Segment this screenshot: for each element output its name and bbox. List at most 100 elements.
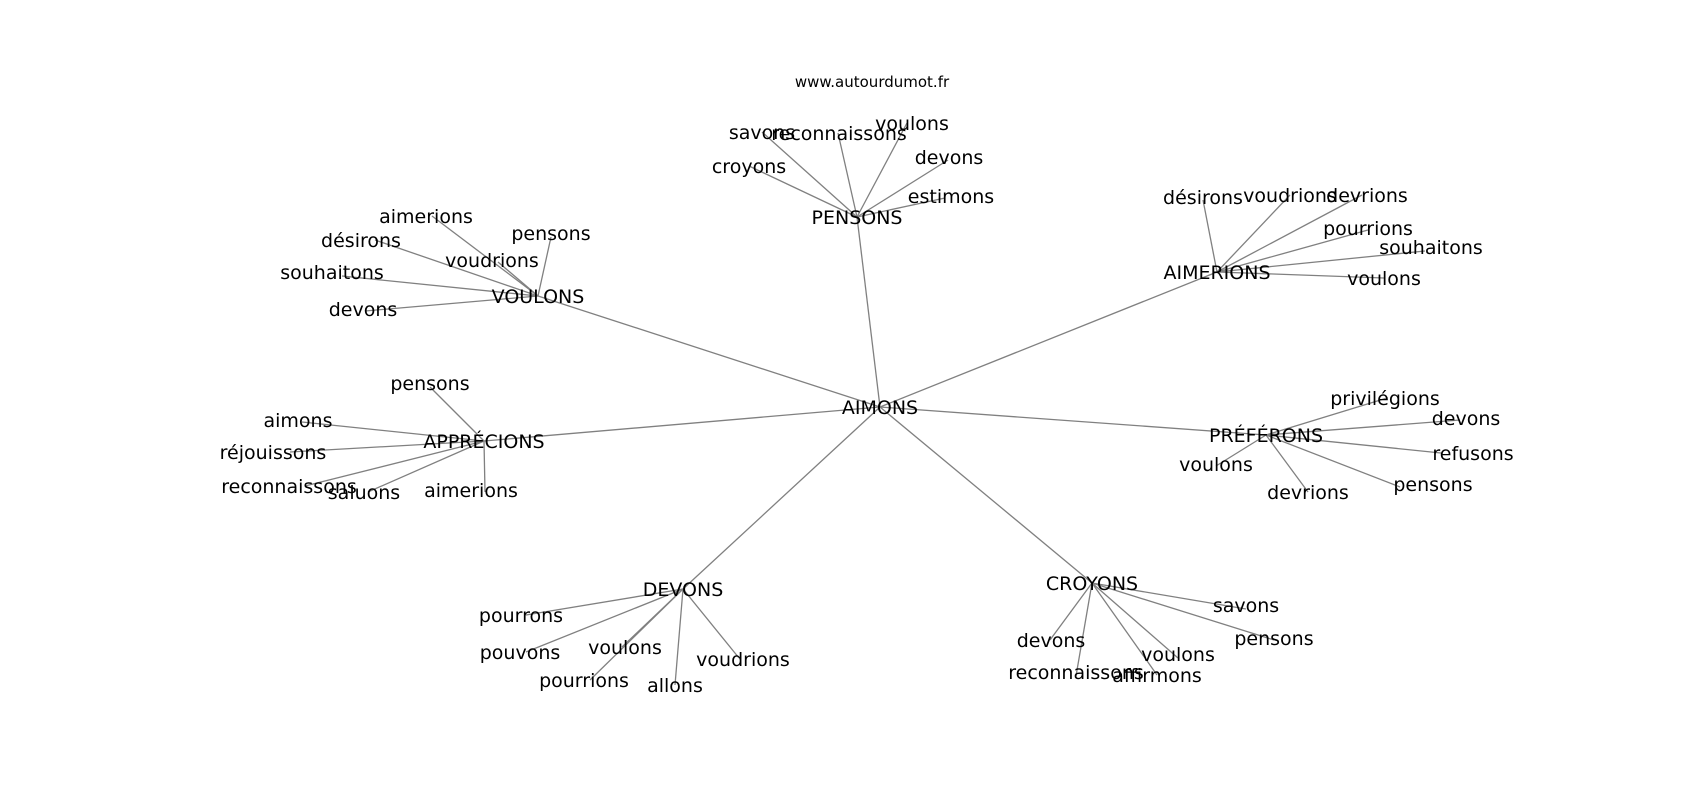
- edge-center-to-hub: [879, 406, 1093, 584]
- edge-hub-to-word: [525, 588, 684, 616]
- leaf-word-node: affirmons: [1112, 665, 1202, 687]
- leaf-word-node: devons: [329, 299, 398, 321]
- hub-word-node: DEVONS: [643, 579, 724, 601]
- edge-hub-to-word: [856, 197, 946, 218]
- leaf-word-node: devons: [915, 147, 984, 169]
- edge-hub-to-word: [856, 122, 908, 218]
- edge-hub-to-word: [525, 588, 684, 653]
- hub-word-node: APPRÉCIONS: [423, 430, 544, 453]
- leaf-word-node: allons: [647, 675, 703, 697]
- leaf-word-node: voulons: [1179, 454, 1253, 476]
- edges-layer: [289, 122, 1461, 686]
- edge-hub-to-word: [1265, 434, 1309, 493]
- leaf-word-node: aimerions: [379, 206, 473, 228]
- leaf-word-node: devrions: [1326, 185, 1408, 207]
- edge-hub-to-word: [304, 440, 485, 487]
- leaf-word-node: croyons: [712, 156, 786, 178]
- edge-hub-to-word: [682, 588, 740, 659]
- hub-word-node: VOULONS: [492, 286, 585, 308]
- leaf-word-node: reconnaissons: [221, 476, 357, 498]
- edge-hub-to-word: [364, 295, 539, 312]
- edge-hub-to-word: [537, 236, 552, 297]
- edge-center-to-hub: [537, 295, 881, 408]
- edge-center-to-hub: [483, 406, 881, 442]
- leaf-word-node: pourrions: [539, 670, 629, 692]
- edge-hub-to-word: [429, 386, 485, 442]
- edge-hub-to-word: [301, 421, 485, 442]
- leaf-word-node: devrions: [1267, 482, 1349, 504]
- leaf-word-node: privilégions: [1330, 388, 1440, 410]
- leaf-word-node: pourrions: [1323, 218, 1413, 240]
- hub-word-node: PENSONS: [812, 207, 903, 229]
- edge-hub-to-word: [431, 215, 539, 297]
- leaf-word-node: devons: [1017, 630, 1086, 652]
- edge-hub-to-word: [761, 131, 858, 218]
- edge-hub-to-word: [367, 440, 485, 493]
- leaf-word-node: pensons: [1234, 628, 1313, 650]
- edge-hub-to-word: [1215, 434, 1267, 467]
- edge-center-to-hub: [682, 406, 881, 590]
- leaf-word-node: voudrions: [1243, 185, 1337, 207]
- edge-hub-to-word: [748, 165, 858, 218]
- edge-hub-to-word: [589, 588, 684, 681]
- edge-hub-to-word: [341, 275, 539, 297]
- edge-hub-to-word: [1091, 582, 1275, 641]
- leaf-word-node: voudrions: [696, 649, 790, 671]
- edge-hub-to-word: [1265, 397, 1388, 436]
- edge-hub-to-word: [1091, 582, 1179, 659]
- leaf-word-node: aimerions: [424, 480, 518, 502]
- leaf-word-node: voulons: [1347, 268, 1421, 290]
- hub-word-node: CROYONS: [1046, 573, 1138, 595]
- leaf-word-node: pensons: [1393, 474, 1472, 496]
- center-word-node: AIMONS: [842, 397, 918, 419]
- edge-hub-to-word: [1091, 582, 1247, 610]
- edge-hub-to-word: [1265, 434, 1442, 454]
- leaf-word-node: reconnaissons: [771, 123, 907, 145]
- leaf-word-node: voulons: [875, 113, 949, 135]
- edge-hub-to-word: [1216, 229, 1369, 273]
- leaf-word-node: pouvons: [480, 642, 561, 664]
- edge-hub-to-word: [1216, 194, 1363, 273]
- leaf-word-node: désirons: [1163, 187, 1243, 209]
- leaf-word-node: savons: [729, 122, 795, 144]
- leaf-word-node: reconnaissons: [1008, 662, 1144, 684]
- leaf-word-node: voudrions: [445, 250, 539, 272]
- edge-center-to-hub: [856, 216, 881, 408]
- leaf-word-node: voulons: [588, 637, 662, 659]
- edge-hub-to-word: [1265, 434, 1401, 488]
- leaf-word-node: souhaitons: [280, 262, 384, 284]
- leaf-word-node: refusons: [1432, 443, 1513, 465]
- leaf-word-node: saluons: [328, 482, 400, 504]
- hub-word-node: PRÉFÉRONS: [1209, 424, 1323, 447]
- edge-hub-to-word: [837, 132, 858, 218]
- edge-hub-to-word: [1075, 582, 1093, 677]
- leaf-word-node: pourrons: [479, 605, 563, 627]
- leaf-word-node: pensons: [511, 223, 590, 245]
- edge-hub-to-word: [1216, 271, 1385, 279]
- leaf-word-node: estimons: [908, 186, 994, 208]
- edge-hub-to-word: [856, 159, 949, 218]
- edge-center-to-hub: [879, 271, 1218, 408]
- site-url-label: www.autourdumot.fr: [795, 73, 950, 91]
- labels-layer: AIMONSPENSONSsavonsreconnaissonsvoulonsd…: [220, 113, 1514, 697]
- edge-hub-to-word: [497, 261, 539, 297]
- leaf-word-node: souhaitons: [1379, 237, 1483, 259]
- leaf-word-node: voulons: [1141, 644, 1215, 666]
- edge-hub-to-word: [289, 440, 485, 453]
- leaf-word-node: pensons: [390, 373, 469, 395]
- edge-hub-to-word: [674, 588, 684, 686]
- edge-hub-to-word: [483, 440, 486, 493]
- edge-hub-to-word: [1049, 582, 1093, 641]
- edge-hub-to-word: [374, 239, 539, 297]
- leaf-word-node: aimons: [264, 410, 333, 432]
- edge-hub-to-word: [1216, 194, 1291, 273]
- leaf-word-node: savons: [1213, 595, 1279, 617]
- leaf-word-node: devons: [1432, 408, 1501, 430]
- edge-hub-to-word: [1265, 419, 1461, 436]
- edge-hub-to-word: [1216, 250, 1426, 273]
- hub-word-node: AIMERIONS: [1163, 262, 1270, 284]
- leaf-word-node: désirons: [321, 230, 401, 252]
- leaf-word-node: réjouissons: [220, 442, 327, 464]
- edge-hub-to-word: [1202, 199, 1218, 273]
